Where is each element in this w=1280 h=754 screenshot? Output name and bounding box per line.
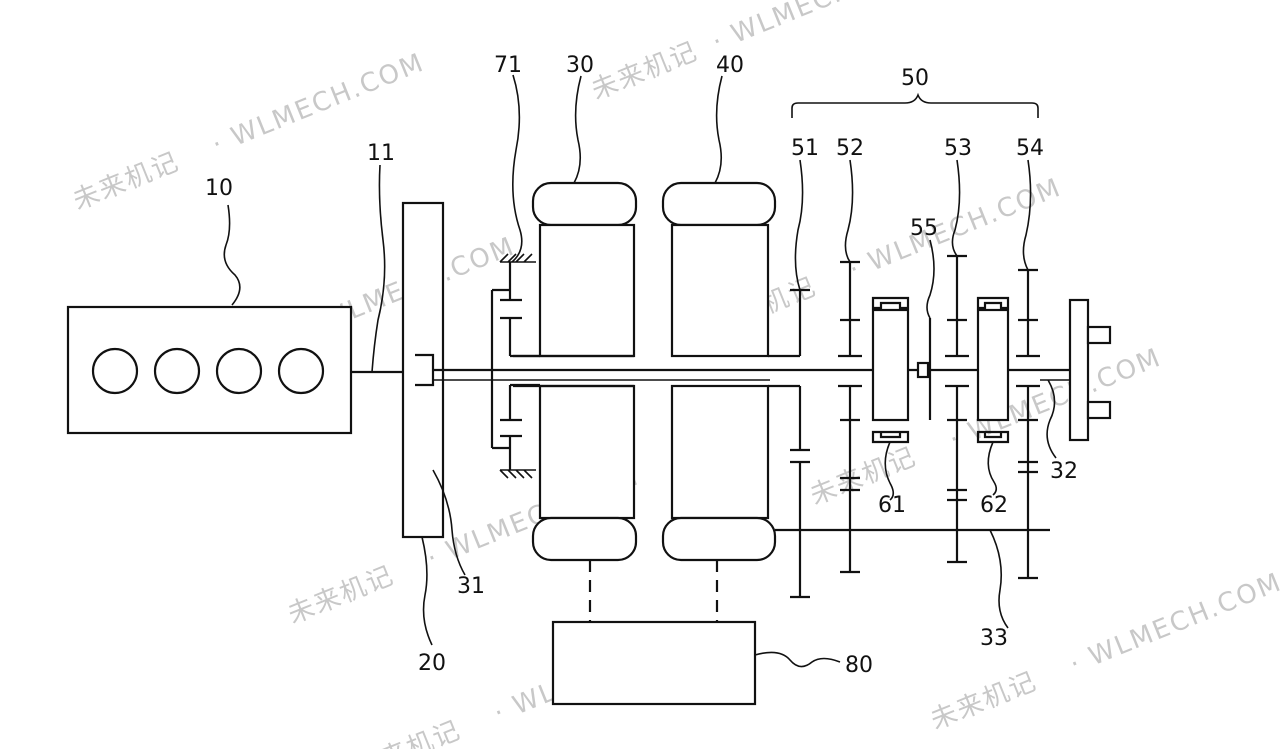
output-flange [1040,298,1112,442]
watermark-cn: 未来机记 [284,560,399,630]
label-motor-2: 40 [716,53,744,78]
synchronizer-62 [976,296,1010,444]
controller [551,560,757,706]
label-gear-set: 50 [901,66,929,91]
label-brake: 71 [494,53,522,78]
gear-54 [1016,268,1040,580]
label-motor-1: 30 [566,53,594,78]
label-input-shaft: 31 [457,574,485,599]
label-sync-61: 61 [878,493,906,518]
watermark-en: · WLMECH.COM [208,48,429,161]
gear-52 [838,260,862,574]
label-output-shaft: 32 [1050,459,1078,484]
label-gear-55: 55 [910,216,938,241]
engine [66,305,353,435]
brake [490,253,540,479]
label-damper: 20 [418,651,446,676]
motor-1 [513,181,638,562]
label-controller: 80 [845,653,873,678]
watermark-cn: 未来机记 [587,36,702,106]
part-labels: 10 11 71 30 40 50 51 52 53 54 55 61 62 3… [205,53,1078,678]
watermark-cn: 未来机记 [927,666,1042,736]
gear-53 [945,254,969,564]
label-gear-54: 54 [1016,136,1044,161]
label-counter-shaft: 33 [980,626,1008,651]
label-gear-51: 51 [791,136,819,161]
watermark-cn: 未来机记 [351,715,466,749]
watermark-en: · WLMECH.COM [1066,567,1280,680]
motor-2 [661,181,800,562]
gear-set-bracket [791,92,1039,118]
watermark-en: · WLMECH.COM [708,0,929,57]
leader-lines [223,74,1057,668]
label-engine: 10 [205,176,233,201]
gear-51 [790,288,810,599]
label-gear-53: 53 [944,136,972,161]
synchronizer-61 [871,296,910,444]
label-sync-62: 62 [980,493,1008,518]
watermark-cn: 未来机记 [69,147,184,217]
gear-55 [916,318,932,420]
label-engine-shaft: 11 [367,141,395,166]
label-gear-52: 52 [836,136,864,161]
